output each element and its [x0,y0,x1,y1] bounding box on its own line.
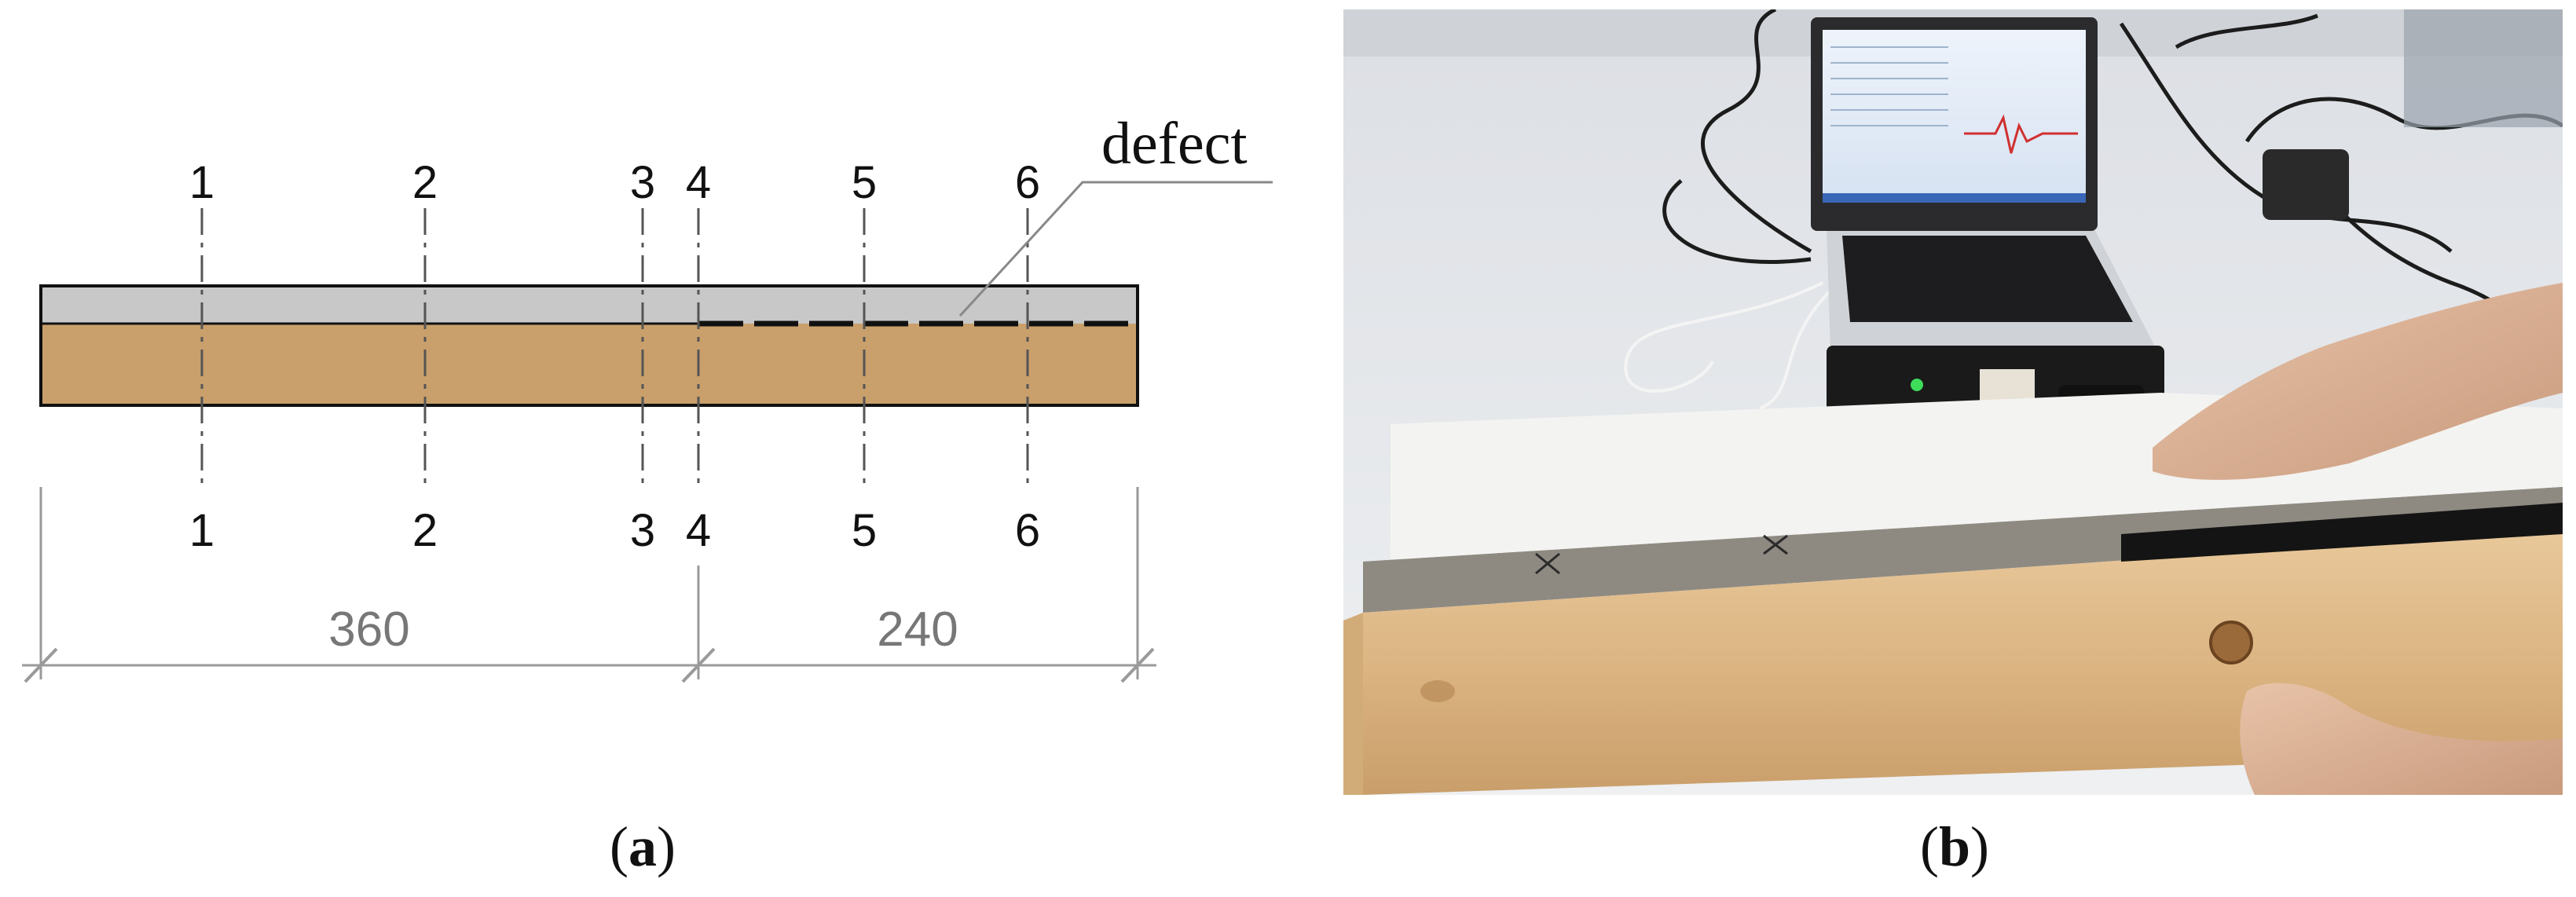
timber-layer [41,324,1138,405]
dimension-tick-middle [681,647,716,683]
panel-b-photo: (b) [1343,9,2563,878]
screen-taskbar [1823,193,2086,203]
concrete-layer-photo [1363,487,2563,613]
section-label-top-2: 2 [412,157,438,208]
section-label-bottom-3: 3 [630,505,655,556]
screen-content [1830,46,1948,126]
beam-outline [39,284,1139,407]
defect-leader-line [958,181,1273,317]
section-label-top-3: 3 [630,157,655,208]
timber-beam-end [1343,613,1363,795]
black-sealant [2121,503,2563,562]
caption-b: (b) [1920,815,1989,878]
concrete-layer [41,286,1138,324]
section-label-top-1: 1 [189,157,214,208]
section-label-bottom-1: 1 [189,505,214,556]
screen-signal-trace [1964,114,2078,154]
dimension-chain [22,487,1156,683]
dimension-tick-left [24,647,58,683]
timber-knot [1420,680,1455,702]
section-label-top-5: 5 [852,157,877,208]
hand-lower [2240,683,2563,795]
section-label-bottom-6: 6 [1015,505,1040,556]
section-label-top-4: 4 [686,157,711,208]
laptop-screen [1823,30,2086,203]
sensor [2209,621,2253,665]
dimension-label-240: 240 [877,602,958,657]
section-label-bottom-2: 2 [412,505,438,556]
instrument-led [1911,379,1923,391]
power-adapter [2263,149,2349,220]
caption-a: (a) [610,815,676,878]
dimension-tick-right [1120,647,1155,683]
defect-label: defect [1101,111,1248,177]
dimension-label-360: 360 [328,602,409,657]
hand-upper [2153,283,2563,480]
section-label-top-6: 6 [1015,157,1040,208]
panel-a-diagram: 1 2 3 4 5 6 1 2 3 4 5 6 defect [22,111,1273,878]
x-marks [1535,534,1788,575]
laptop-keyboard [1842,236,2133,322]
background-equipment [2404,9,2563,127]
section-label-bottom-5: 5 [852,505,877,556]
section-label-bottom-4: 4 [686,505,711,556]
